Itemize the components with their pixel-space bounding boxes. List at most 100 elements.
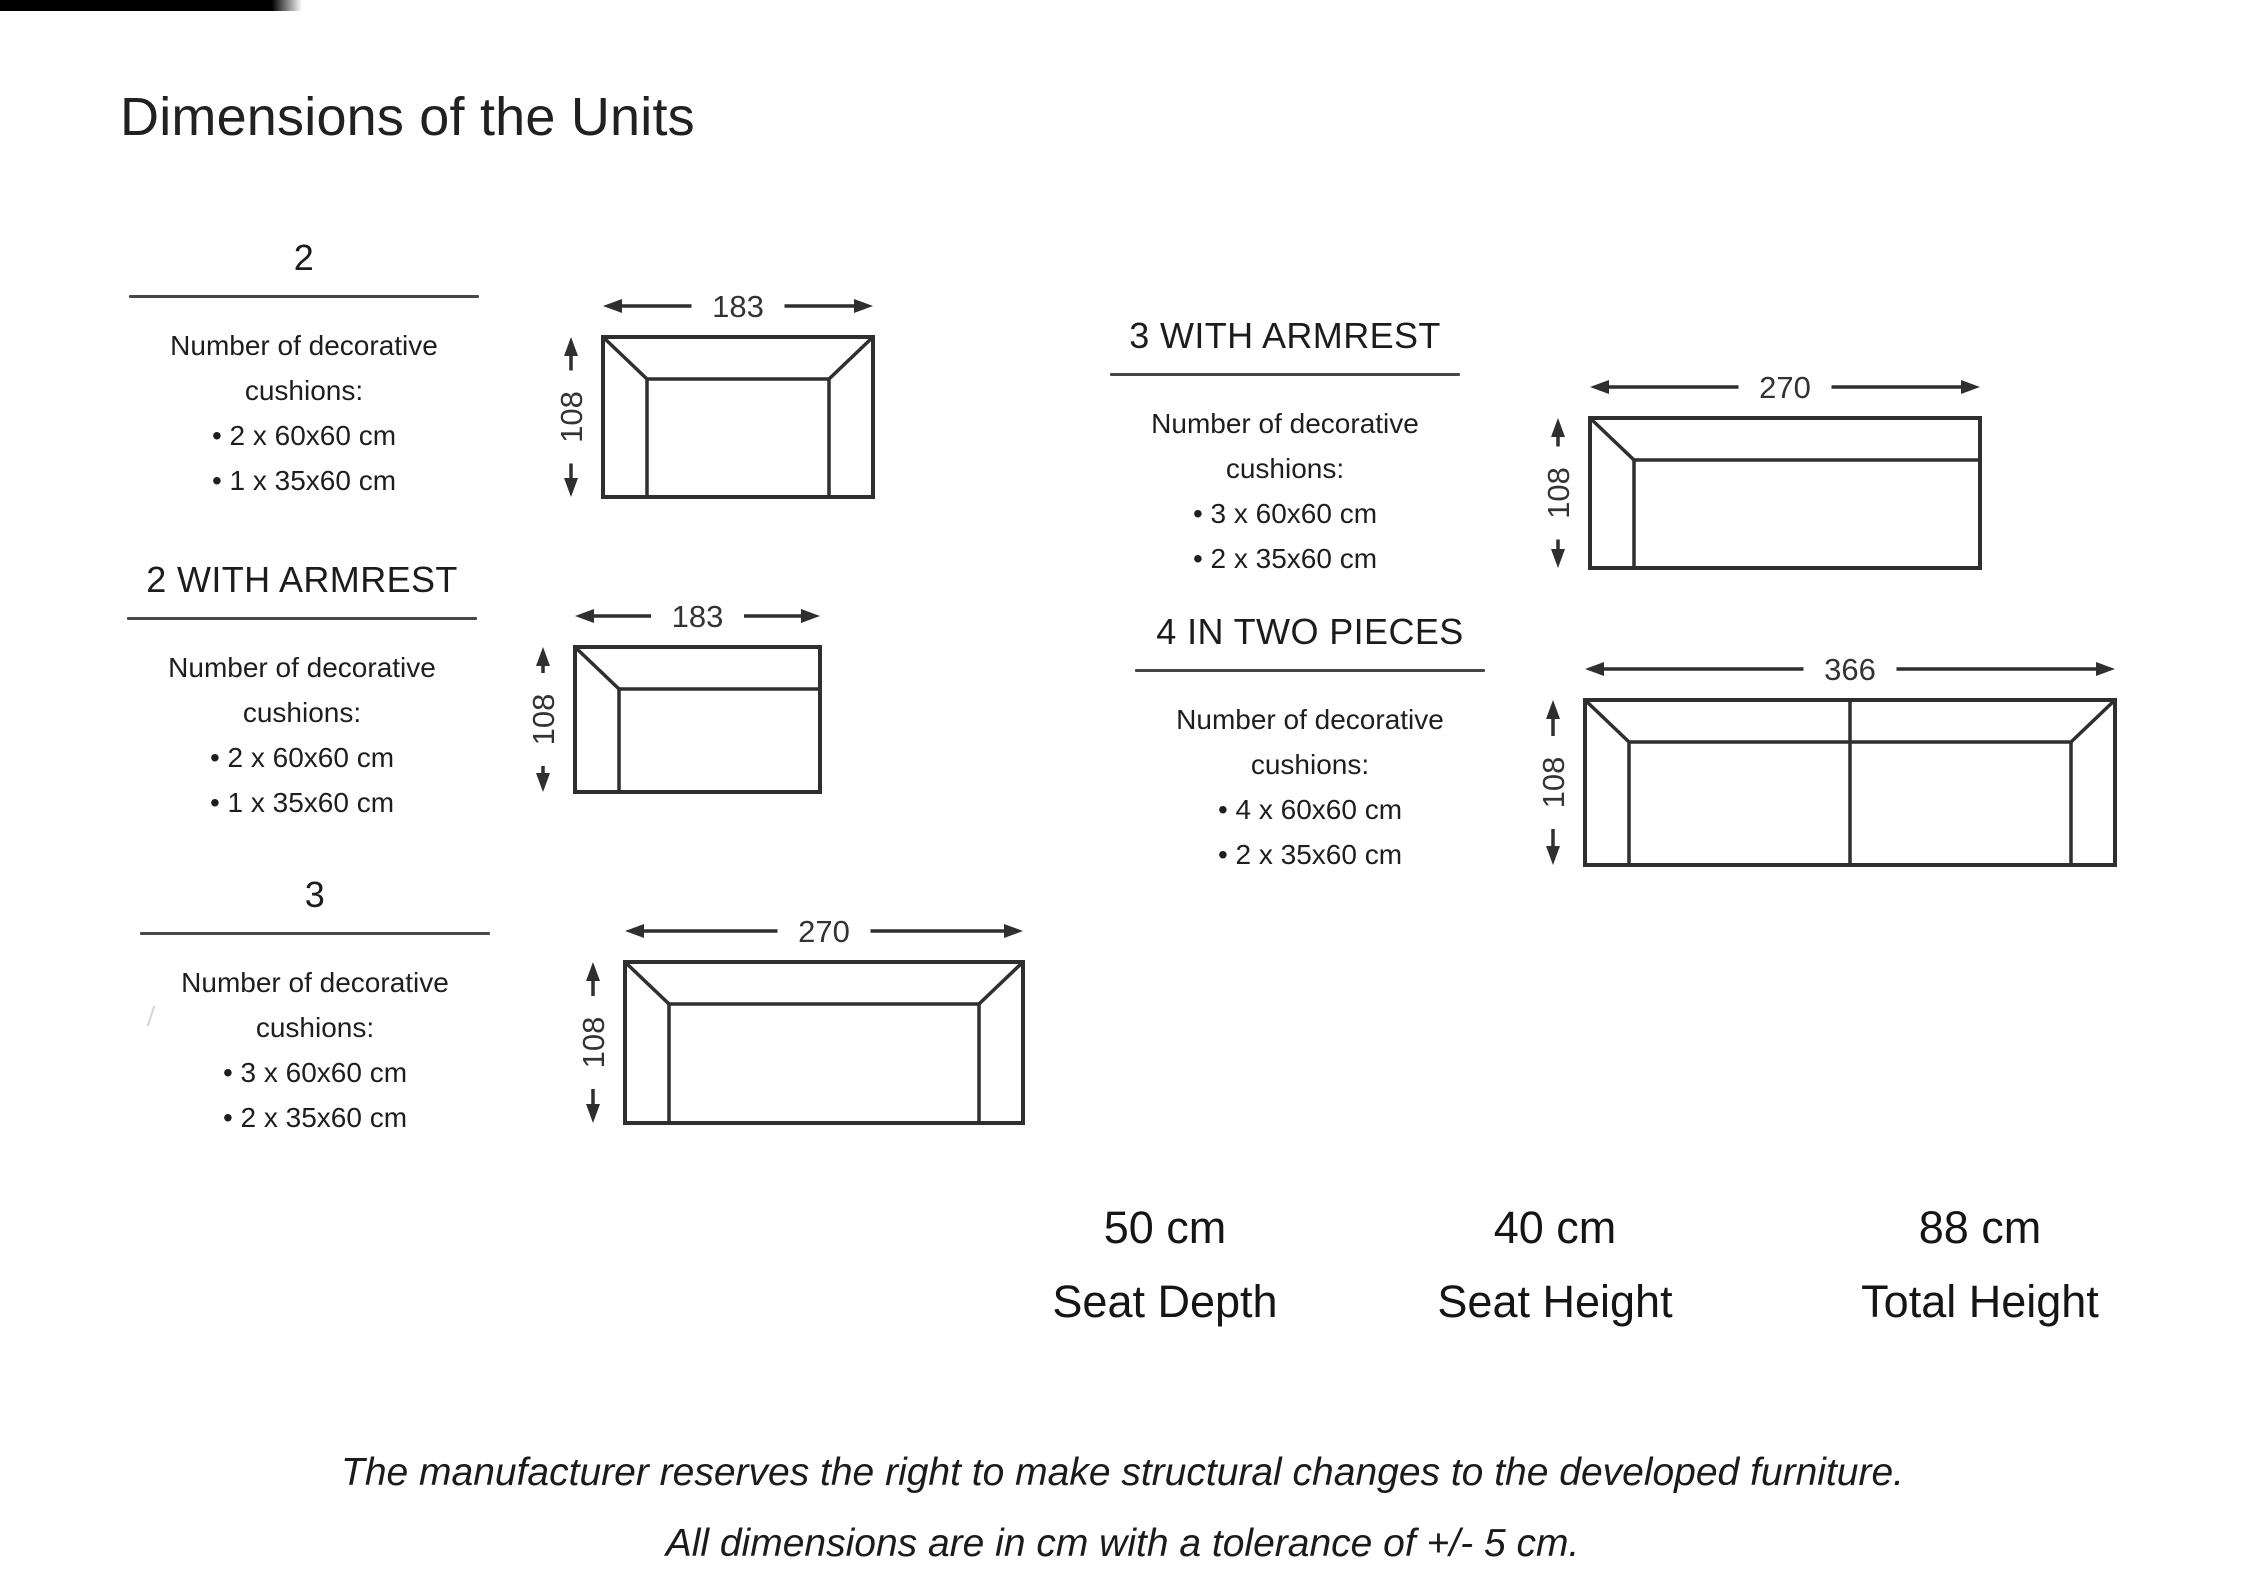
sofa-outline bbox=[573, 645, 822, 794]
cushions-heading: Number of decorative cushions: bbox=[168, 652, 436, 728]
unit-title-underline bbox=[1110, 373, 1460, 377]
cushion-size-text: 3 x 60x60 cm bbox=[1210, 497, 1378, 529]
unit-text-block: 4 IN TWO PIECES Number of decorative cush… bbox=[1120, 610, 1500, 877]
stat-value: 50 cm bbox=[1103, 1202, 1227, 1253]
arrowhead-right-icon bbox=[1004, 924, 1023, 938]
unit-title: 2 bbox=[293, 237, 315, 278]
sofa-outline bbox=[1588, 416, 1982, 570]
cushion-list: 3 x 60x60 cm 2 x 35x60 cm bbox=[1095, 492, 1475, 582]
cushion-list-item: 2 x 60x60 cm bbox=[112, 736, 492, 781]
width-dimension-label: 183 bbox=[672, 599, 724, 634]
armrest-diagonal-line bbox=[827, 335, 875, 381]
unit-title: 3 bbox=[304, 874, 326, 915]
cushion-size-text: 2 x 35x60 cm bbox=[240, 1101, 408, 1133]
unit-title-underline bbox=[127, 617, 477, 621]
arrowhead-up-icon bbox=[564, 337, 578, 356]
cushions-heading: Number of decorative cushions: bbox=[1151, 408, 1419, 484]
cushion-list: 4 x 60x60 cm 2 x 35x60 cm bbox=[1120, 788, 1500, 878]
cushion-size-text: 1 x 35x60 cm bbox=[229, 464, 397, 496]
arrowhead-right-icon bbox=[2096, 662, 2115, 676]
arrowhead-up-icon bbox=[1546, 700, 1560, 719]
unit-title: 4 IN TWO PIECES bbox=[1156, 611, 1464, 652]
footer-line-2: All dimensions are in cm with a toleranc… bbox=[665, 1521, 1580, 1565]
width-dimension-label: 183 bbox=[712, 289, 764, 324]
cushion-list: 3 x 60x60 cm 2 x 35x60 cm bbox=[125, 1051, 505, 1141]
width-dimension-label: 366 bbox=[1824, 652, 1876, 687]
cushion-list-item: 4 x 60x60 cm bbox=[1120, 788, 1500, 833]
sofa-topview-svg: 366 108 bbox=[1536, 652, 2117, 867]
arrowhead-down-icon bbox=[564, 478, 578, 497]
arrowhead-right-icon bbox=[1961, 380, 1980, 394]
cushions-heading: Number of decorative cushions: bbox=[181, 967, 449, 1043]
arrowhead-left-icon bbox=[603, 299, 622, 313]
cushion-list: 2 x 60x60 cm 1 x 35x60 cm bbox=[114, 414, 494, 504]
stat-value: 88 cm bbox=[1918, 1202, 2042, 1253]
scan-artifact-bar bbox=[0, 0, 302, 11]
sofa-top-view-diagram: 366 108 bbox=[1515, 645, 2133, 887]
cushion-list-item: 2 x 35x60 cm bbox=[1095, 537, 1475, 582]
stat-label: Seat Height bbox=[1437, 1275, 1673, 1327]
armrest-diagonal-line bbox=[977, 960, 1025, 1006]
cushion-size-text: 4 x 60x60 cm bbox=[1235, 793, 1403, 825]
arrowhead-left-icon bbox=[625, 924, 644, 938]
cushion-list-item: 1 x 35x60 cm bbox=[114, 459, 494, 504]
armrest-diagonal-line bbox=[623, 960, 671, 1006]
arrowhead-down-icon bbox=[1546, 846, 1560, 865]
arrowhead-left-icon bbox=[1590, 380, 1609, 394]
cushion-list-item: 3 x 60x60 cm bbox=[1095, 492, 1475, 537]
sofa-top-view-diagram: 183 108 bbox=[505, 592, 838, 814]
stat-label: Seat Depth bbox=[1052, 1275, 1278, 1327]
sofa-topview-svg: 183 108 bbox=[526, 599, 822, 794]
stat-item: 50 cm Seat Depth bbox=[985, 1202, 1345, 1328]
arrowhead-down-icon bbox=[586, 1104, 600, 1123]
cushion-size-text: 1 x 35x60 cm bbox=[227, 786, 395, 818]
cushions-heading: Number of decorative cushions: bbox=[1176, 704, 1444, 780]
cushion-list-item: 3 x 60x60 cm bbox=[125, 1051, 505, 1096]
page-title: Dimensions of the Units bbox=[120, 87, 695, 147]
arrowhead-up-icon bbox=[536, 647, 550, 666]
height-dimension-label: 108 bbox=[1536, 757, 1571, 809]
arrowhead-right-icon bbox=[801, 609, 820, 623]
arrowhead-down-icon bbox=[1551, 549, 1565, 568]
height-dimension-label: 108 bbox=[526, 694, 561, 746]
footer-line-1: The manufacturer reserves the right to m… bbox=[341, 1451, 1904, 1494]
cushion-list-item: 2 x 60x60 cm bbox=[114, 414, 494, 459]
stat-item: 88 cm Total Height bbox=[1765, 1202, 2195, 1328]
cushion-size-text: 3 x 60x60 cm bbox=[240, 1056, 408, 1088]
unit-title-underline bbox=[140, 932, 490, 936]
stat-item: 40 cm Seat Height bbox=[1375, 1202, 1735, 1328]
footer-note: The manufacturer reserves the right to m… bbox=[0, 1438, 2245, 1580]
cushion-list-item: 1 x 35x60 cm bbox=[112, 781, 492, 826]
armrest-diagonal-line bbox=[2069, 698, 2117, 744]
armrest-diagonal-line bbox=[1588, 416, 1636, 462]
arrowhead-down-icon bbox=[536, 773, 550, 792]
sofa-outline bbox=[601, 335, 875, 499]
dimension-stats: 50 cm Seat Depth 40 cm Seat Height 88 cm Tota… bbox=[985, 1202, 2195, 1328]
sofa-top-view-diagram: 183 108 bbox=[533, 282, 891, 519]
stat-value: 40 cm bbox=[1493, 1202, 1617, 1253]
unit-text-block: 2 WITH ARMREST Number of decorative cushi… bbox=[112, 558, 492, 825]
cushion-size-text: 2 x 60x60 cm bbox=[229, 419, 397, 451]
armrest-diagonal-line bbox=[601, 335, 649, 381]
cushion-list-item: 2 x 35x60 cm bbox=[1120, 833, 1500, 878]
cushion-size-text: 2 x 35x60 cm bbox=[1235, 838, 1403, 870]
arrowhead-right-icon bbox=[854, 299, 873, 313]
stat-label: Total Height bbox=[1861, 1275, 2099, 1327]
height-dimension-label: 108 bbox=[554, 391, 589, 443]
arrowhead-up-icon bbox=[586, 962, 600, 981]
width-dimension-label: 270 bbox=[1759, 370, 1811, 405]
unit-title: 2 WITH ARMREST bbox=[146, 559, 458, 600]
arrowhead-left-icon bbox=[1585, 662, 1604, 676]
cushion-size-text: 2 x 35x60 cm bbox=[1210, 542, 1378, 574]
sofa-outline bbox=[623, 960, 1025, 1125]
armrest-diagonal-line bbox=[1583, 698, 1631, 744]
cushion-list: 2 x 60x60 cm 1 x 35x60 cm bbox=[112, 736, 492, 826]
